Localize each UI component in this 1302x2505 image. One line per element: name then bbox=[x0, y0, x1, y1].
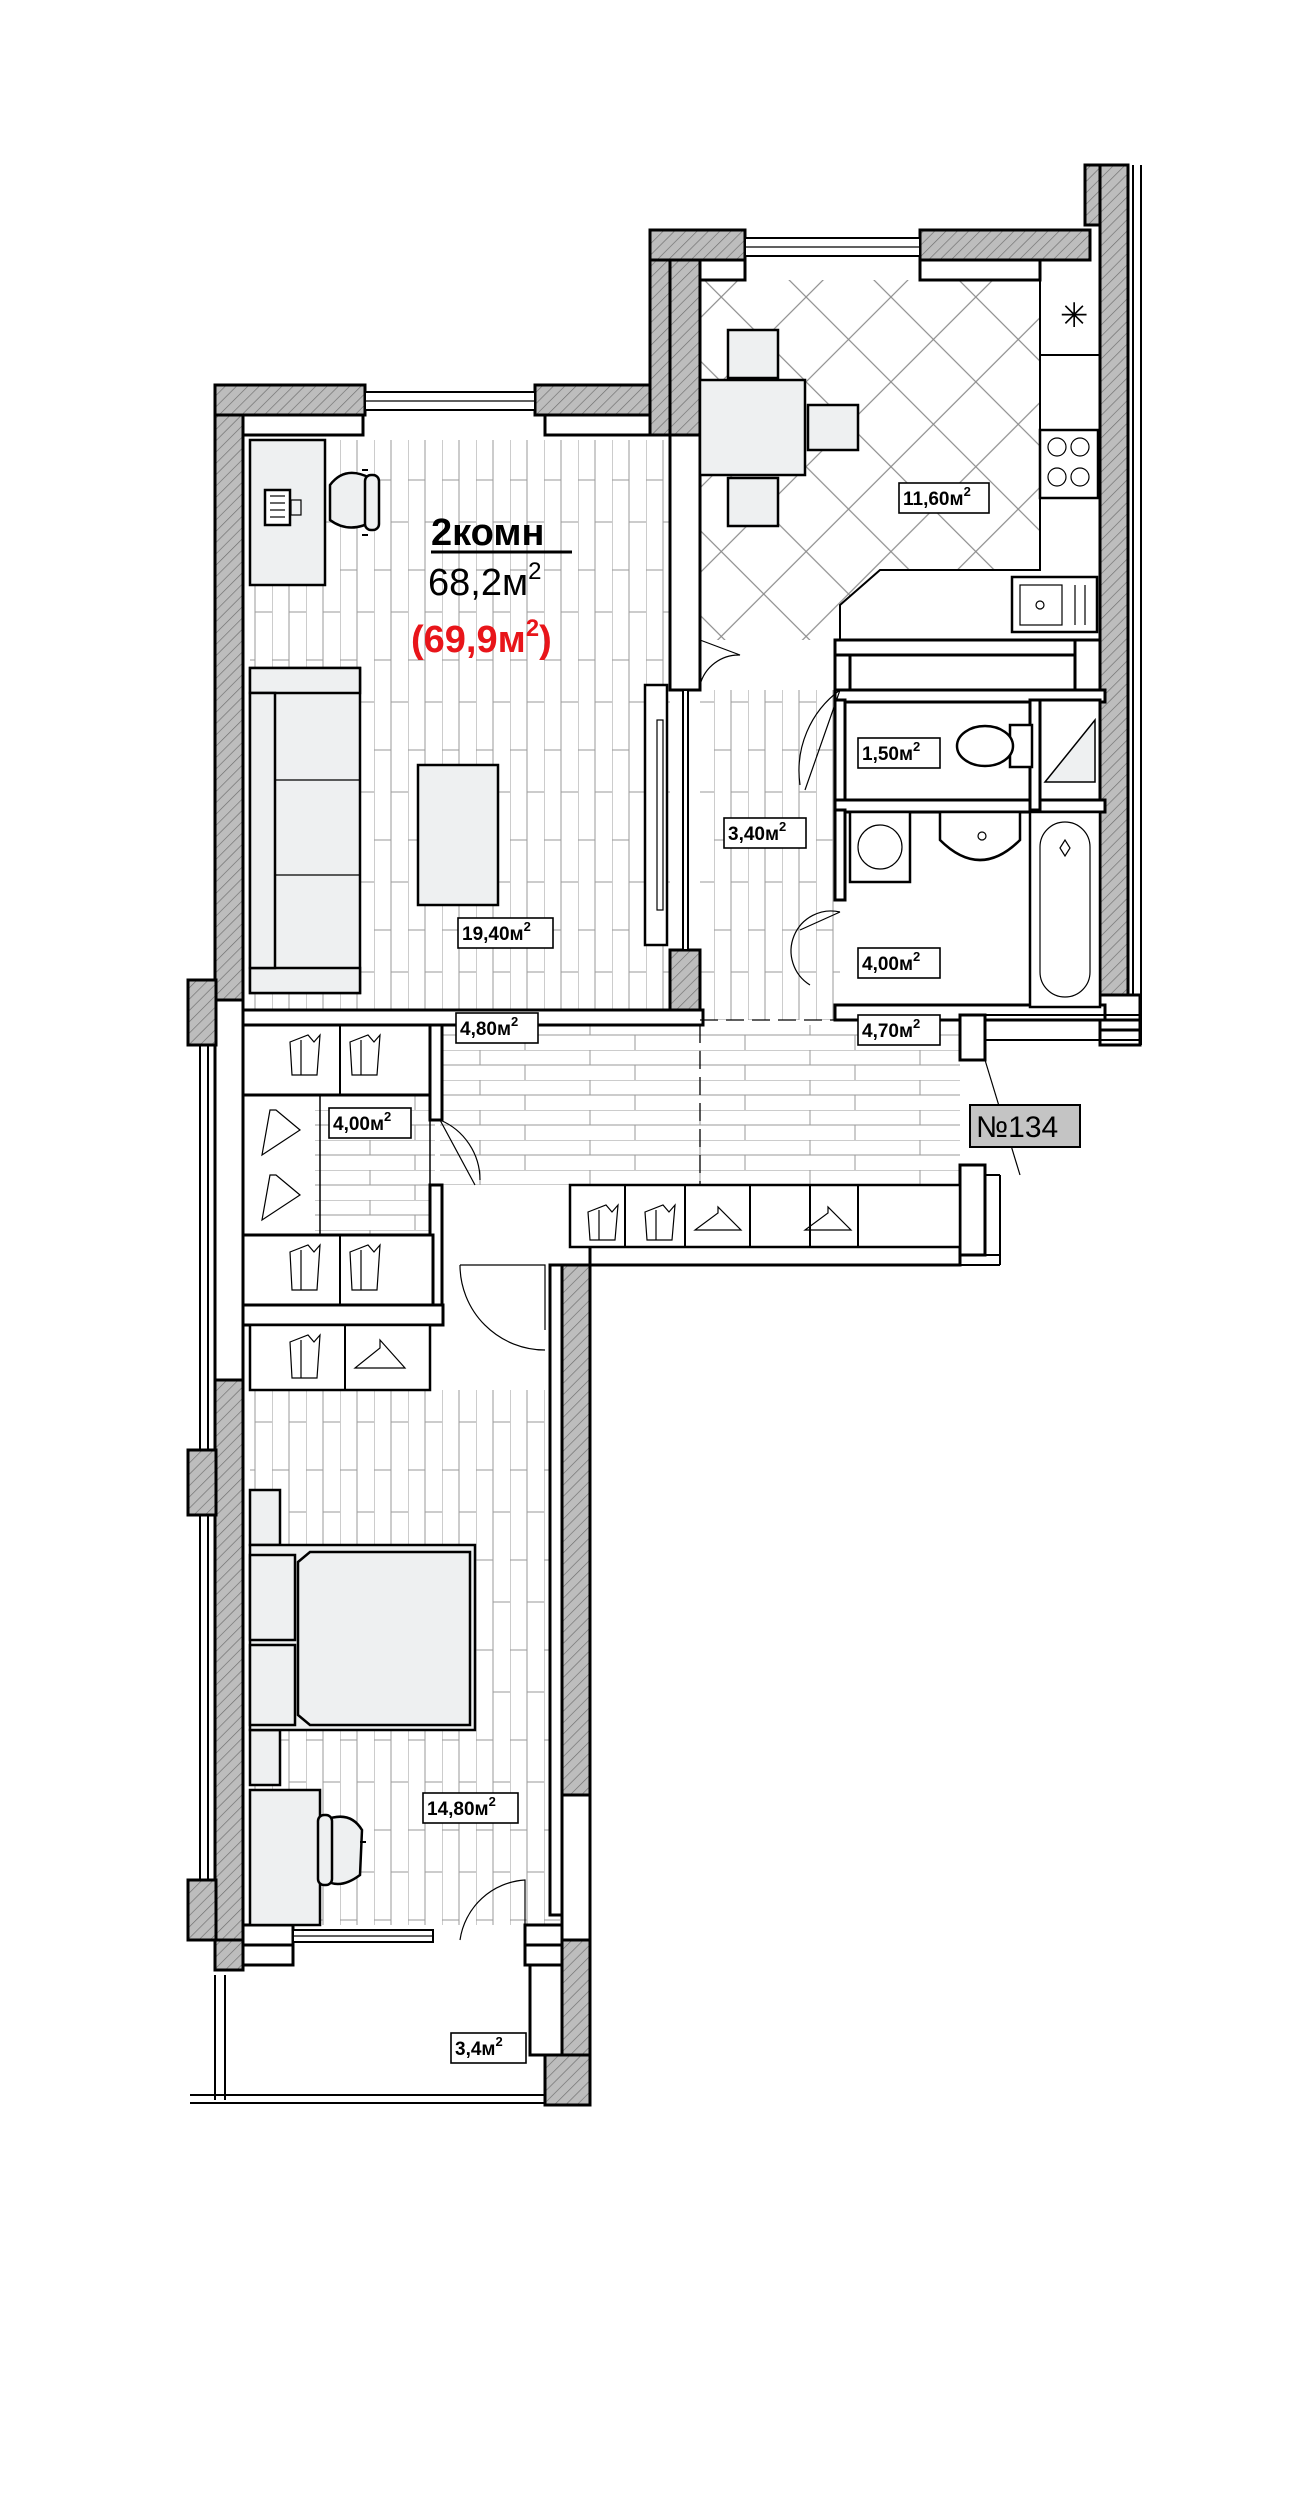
washbasin-icon bbox=[938, 810, 1022, 862]
hanger-icon bbox=[261, 1174, 302, 1222]
walls bbox=[186, 163, 1142, 2107]
washing-machine-icon bbox=[848, 810, 912, 884]
room-area-text: 4,00м2 bbox=[333, 1109, 391, 1135]
bedroom-wardrobe bbox=[248, 1323, 432, 1392]
apartment-title: 2комн 68,2м2 (69,9м2) bbox=[411, 512, 572, 661]
room-area-text: 14,80м2 bbox=[427, 1794, 496, 1820]
room-area-wardrobe: 4,00м2 bbox=[328, 1107, 412, 1139]
bed-icon bbox=[248, 1543, 477, 1732]
laptop-icon bbox=[263, 488, 302, 527]
room-area-hall-left: 4,80м2 bbox=[455, 1012, 539, 1044]
hanger-icon bbox=[261, 1109, 302, 1157]
sofa-icon bbox=[248, 666, 362, 995]
shirt-icon bbox=[587, 1203, 619, 1241]
bath-fixtures bbox=[848, 717, 1102, 1009]
room-area-text: 11,60м2 bbox=[903, 484, 971, 510]
room-area-hall-right: 4,70м2 bbox=[857, 1014, 941, 1046]
room-area-bathroom: 4,00м2 bbox=[857, 947, 941, 979]
storage bbox=[248, 1019, 962, 1392]
hood-icon: ✳ bbox=[1060, 296, 1089, 336]
office-chair-icon bbox=[316, 1813, 366, 1887]
room-area-text: 4,00м2 bbox=[862, 949, 920, 975]
nightstand bbox=[248, 1488, 282, 1547]
shirt-icon bbox=[289, 1333, 321, 1379]
shower-icon bbox=[1043, 717, 1096, 783]
kitchen-floor bbox=[700, 280, 1040, 640]
room-area-corridor-a: 3,40м2 bbox=[723, 817, 807, 849]
area-label: 68,2м2 bbox=[428, 558, 541, 604]
shirt-icon bbox=[349, 1033, 381, 1076]
chair-icon bbox=[726, 476, 780, 528]
tv-icon bbox=[643, 683, 669, 947]
shirt-icon bbox=[644, 1203, 676, 1241]
room-area-text: 19,40м2 bbox=[462, 919, 531, 945]
apartment-number: №134 bbox=[976, 1111, 1058, 1144]
hanger-icon bbox=[353, 1338, 407, 1369]
room-labels: 11,60м2 1,50м2 3,40м2 19,40м2 4,00м2 4,80м2 4,… bbox=[328, 482, 990, 2064]
sink-icon bbox=[1010, 575, 1099, 634]
dining-table bbox=[698, 378, 807, 477]
room-area-text: 3,4м2 bbox=[455, 2034, 503, 2060]
shirt-icon bbox=[349, 1243, 381, 1291]
room-area-text: 4,70м2 bbox=[862, 1016, 920, 1042]
nightstand bbox=[248, 1728, 282, 1787]
bathtub-icon bbox=[1028, 810, 1102, 1009]
chair-icon bbox=[726, 328, 780, 380]
room-area-text: 1,50м2 bbox=[862, 739, 920, 765]
chair-icon bbox=[806, 403, 860, 452]
floors bbox=[250, 280, 1040, 1925]
stove-icon bbox=[1038, 428, 1100, 500]
room-area-balcony: 3,4м2 bbox=[450, 2032, 527, 2064]
room-area-living: 19,40м2 bbox=[457, 917, 554, 949]
room-area-wc: 1,50м2 bbox=[857, 737, 941, 769]
room-area-kitchen: 11,60м2 bbox=[898, 482, 990, 514]
office-chair-icon bbox=[328, 469, 381, 536]
kitchen-furniture: ✳ bbox=[698, 280, 1100, 640]
room-area-text: 4,80м2 bbox=[460, 1014, 518, 1040]
room-area-bedroom: 14,80м2 bbox=[422, 1792, 519, 1824]
total-area-label: (69,9м2) bbox=[411, 615, 552, 661]
room-area-text: 3,40м2 bbox=[728, 819, 786, 845]
hanger-icon bbox=[803, 1205, 853, 1231]
shirt-icon bbox=[289, 1033, 321, 1076]
coffee-table bbox=[416, 763, 500, 907]
corridor-floor bbox=[700, 690, 840, 1020]
bedroom-desk bbox=[248, 1788, 322, 1927]
apartment-number-badge: №134 bbox=[969, 1104, 1081, 1148]
shirt-icon bbox=[289, 1243, 321, 1291]
living-furniture bbox=[248, 438, 669, 995]
hanger-icon bbox=[693, 1205, 743, 1231]
toilet-icon bbox=[955, 723, 1034, 769]
hall-wardrobe bbox=[568, 1183, 962, 1249]
rooms-label: 2комн bbox=[431, 512, 544, 554]
bedroom-furniture bbox=[248, 1488, 477, 1927]
